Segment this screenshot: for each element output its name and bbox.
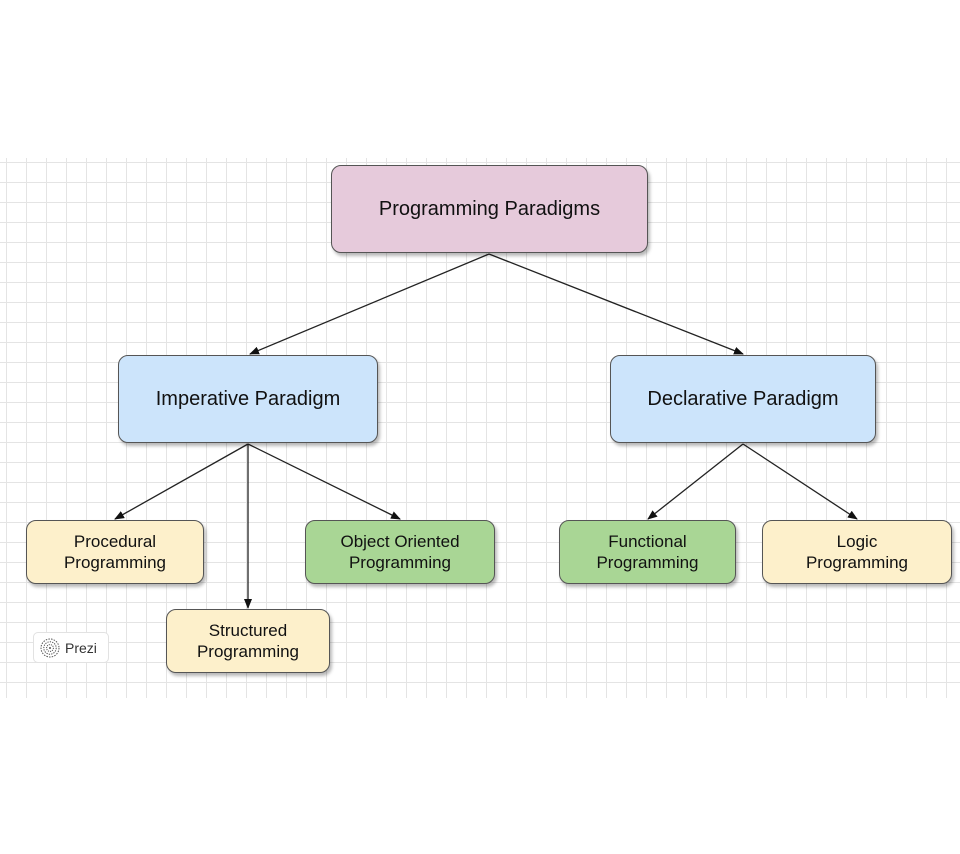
node-label-line-1: Structured bbox=[208, 620, 288, 640]
node-object-oriented-programming[interactable]: Object Oriented Programming bbox=[305, 520, 495, 584]
node-label-line-2: Programming bbox=[596, 553, 699, 572]
prezi-label: Prezi bbox=[65, 639, 97, 656]
node-label: Logic Programming bbox=[806, 531, 908, 574]
node-procedural-programming[interactable]: Procedural Programming bbox=[26, 520, 204, 584]
node-label: Procedural Programming bbox=[64, 531, 166, 574]
node-label: Object Oriented Programming bbox=[340, 531, 459, 574]
node-structured-programming[interactable]: Structured Programming bbox=[166, 609, 330, 673]
prezi-watermark-badge[interactable]: Prezi bbox=[33, 632, 109, 663]
node-label-line-2: Programming bbox=[63, 553, 167, 572]
node-label: Structured Programming bbox=[197, 620, 299, 663]
node-label: Imperative Paradigm bbox=[155, 387, 341, 410]
node-label: Functional Programming bbox=[596, 531, 698, 574]
node-label: Programming Paradigms bbox=[378, 197, 601, 220]
node-logic-programming[interactable]: Logic Programming bbox=[762, 520, 952, 584]
node-label-line-1: Object Oriented bbox=[340, 531, 460, 551]
node-declarative-paradigm[interactable]: Declarative Paradigm bbox=[610, 355, 876, 443]
node-label: Declarative Paradigm bbox=[647, 387, 839, 410]
prezi-logo-icon bbox=[40, 638, 60, 657]
node-label-line-2: Programming bbox=[196, 642, 300, 661]
node-label-line-2: Programming bbox=[348, 553, 452, 572]
node-imperative-paradigm[interactable]: Imperative Paradigm bbox=[118, 355, 378, 443]
node-label-line-1: Procedural bbox=[73, 531, 157, 551]
node-label-line-1: Logic bbox=[836, 531, 878, 551]
node-label-line-2: Programming bbox=[805, 553, 909, 572]
node-functional-programming[interactable]: Functional Programming bbox=[559, 520, 736, 584]
node-label-line-1: Functional bbox=[608, 531, 687, 551]
node-programming-paradigms[interactable]: Programming Paradigms bbox=[331, 165, 648, 253]
